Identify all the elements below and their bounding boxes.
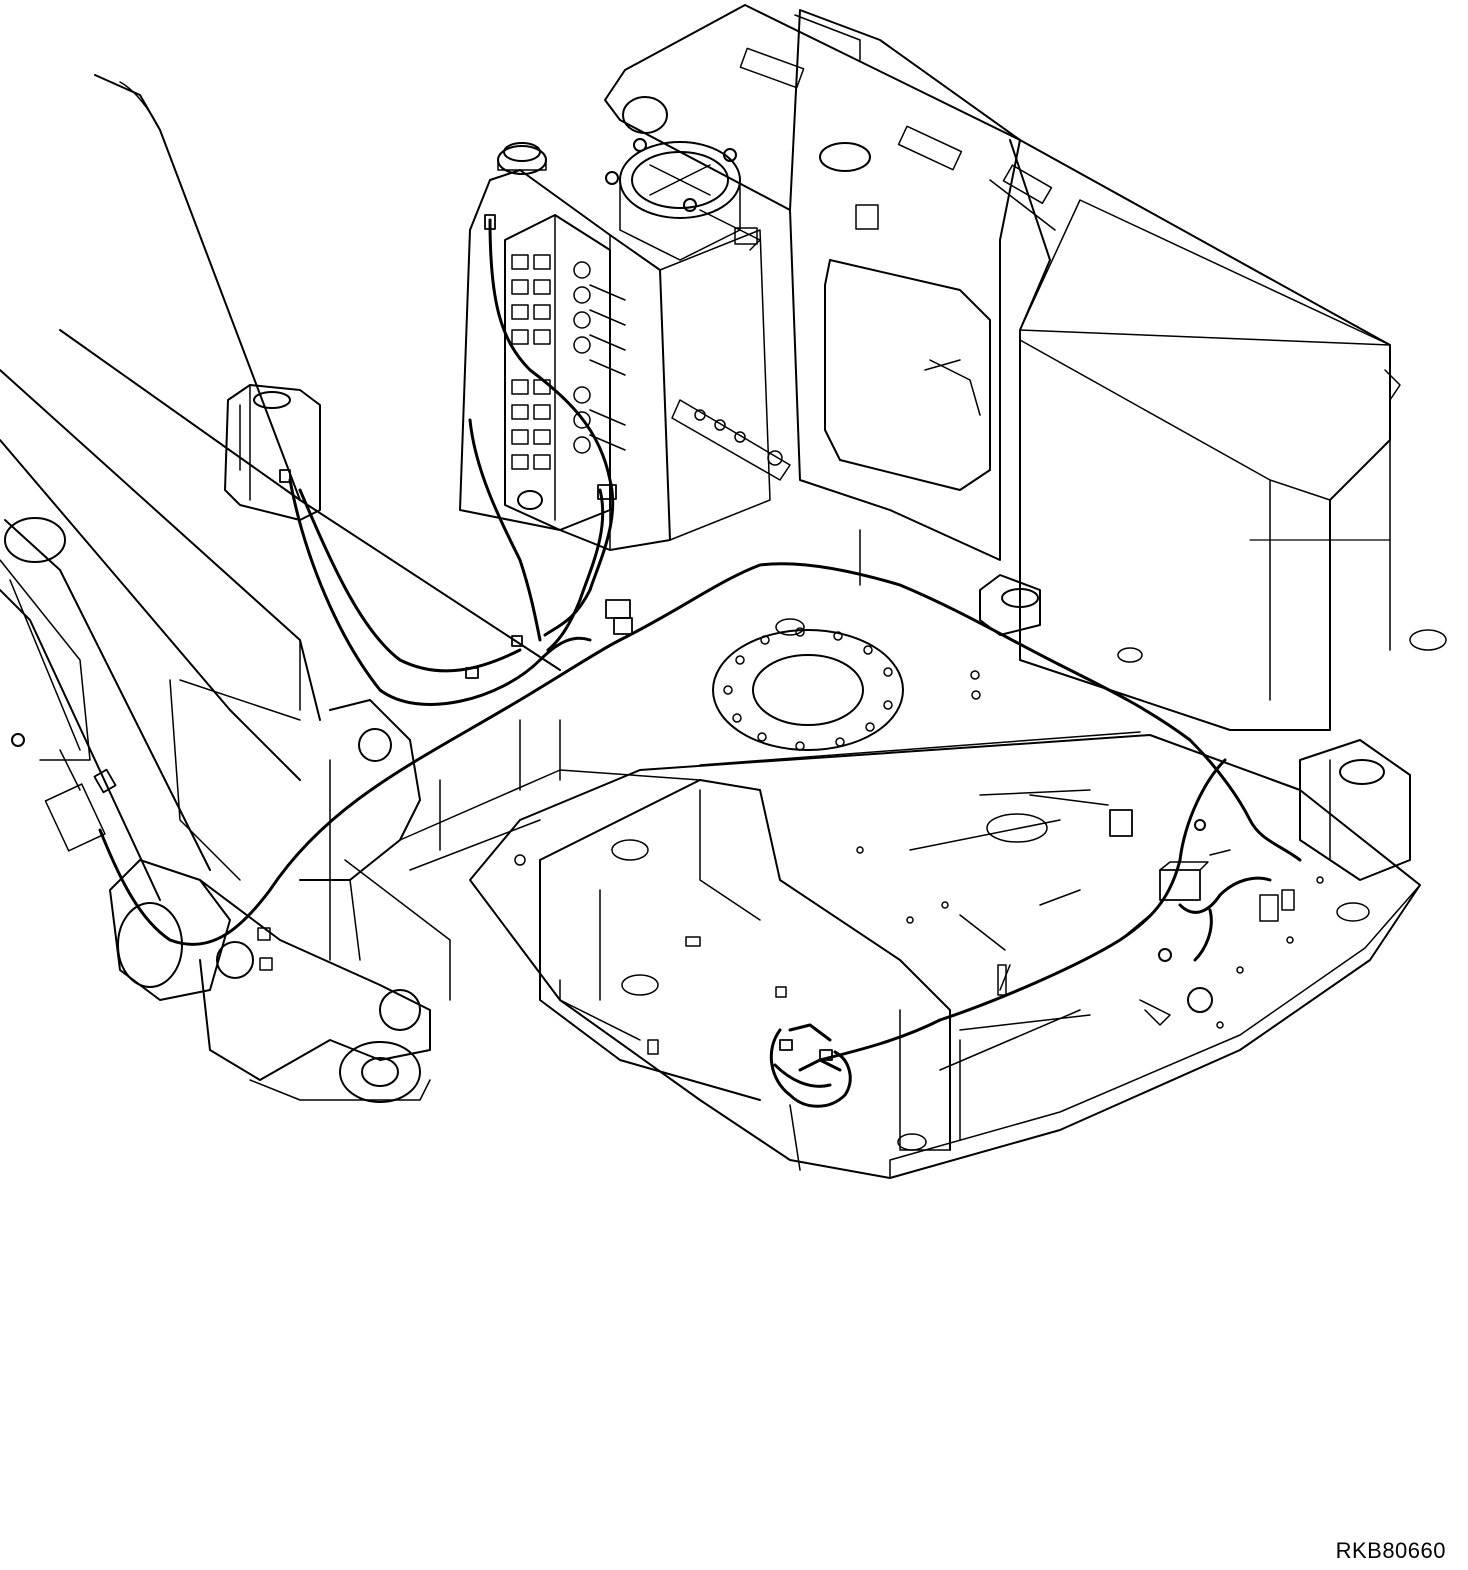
washer-tank bbox=[224, 384, 321, 521]
frame-lower-edge bbox=[249, 979, 961, 1141]
control-valve bbox=[504, 214, 626, 531]
engine-cover-frame bbox=[604, 4, 1021, 561]
counterweight-housing bbox=[789, 9, 1401, 731]
swing-bracket bbox=[109, 679, 431, 1103]
frame-link bbox=[344, 719, 701, 1001]
revolving-frame-floor bbox=[469, 618, 1447, 1179]
relay-block bbox=[1109, 809, 1295, 1026]
drawing-reference-code: RKB80660 bbox=[1335, 1538, 1446, 1563]
boom-cylinder bbox=[0, 517, 211, 901]
harness-connectors bbox=[93, 214, 833, 1061]
leader-lines bbox=[789, 529, 1231, 1171]
swing-circle-ring bbox=[712, 629, 904, 751]
rear-frame-pad bbox=[979, 574, 1411, 881]
wiring-harness bbox=[98, 218, 1302, 1108]
return-filter bbox=[605, 138, 761, 261]
boom-assembly bbox=[0, 74, 561, 781]
pilot-pipe bbox=[671, 399, 791, 481]
